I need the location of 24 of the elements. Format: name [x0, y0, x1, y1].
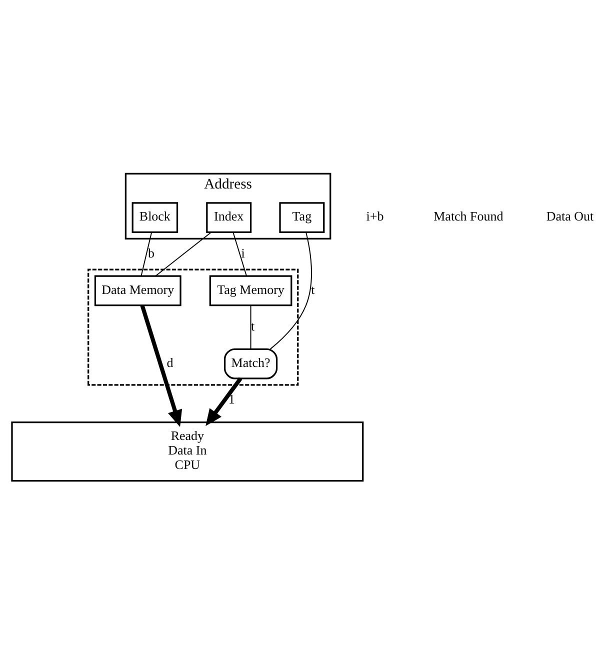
edge-label: b — [148, 245, 155, 260]
cluster — [88, 268, 299, 386]
connector — [232, 232, 248, 277]
node-box: Index — [206, 202, 252, 234]
label: i+b — [366, 208, 384, 224]
label: Match Found — [434, 208, 504, 224]
edge-label: d — [166, 354, 174, 370]
arrow — [206, 377, 242, 426]
node-box: Match? — [224, 348, 278, 380]
edge-label: t — [250, 318, 255, 334]
node-box: Tag Memory — [209, 275, 292, 306]
node-box: Tag — [279, 202, 325, 234]
connector — [250, 305, 252, 350]
edge-label: t — [311, 282, 315, 297]
node-box: Block — [132, 202, 178, 234]
edge-label: i — [241, 245, 245, 260]
connector — [270, 232, 312, 350]
label: Data Out — [546, 208, 594, 224]
node-box: Data Memory — [94, 275, 182, 306]
arrow — [140, 304, 182, 427]
connector — [155, 232, 212, 276]
node-box: Ready Data In CPU — [11, 421, 364, 482]
connector — [140, 232, 152, 277]
edge-label: 1 — [228, 391, 235, 406]
